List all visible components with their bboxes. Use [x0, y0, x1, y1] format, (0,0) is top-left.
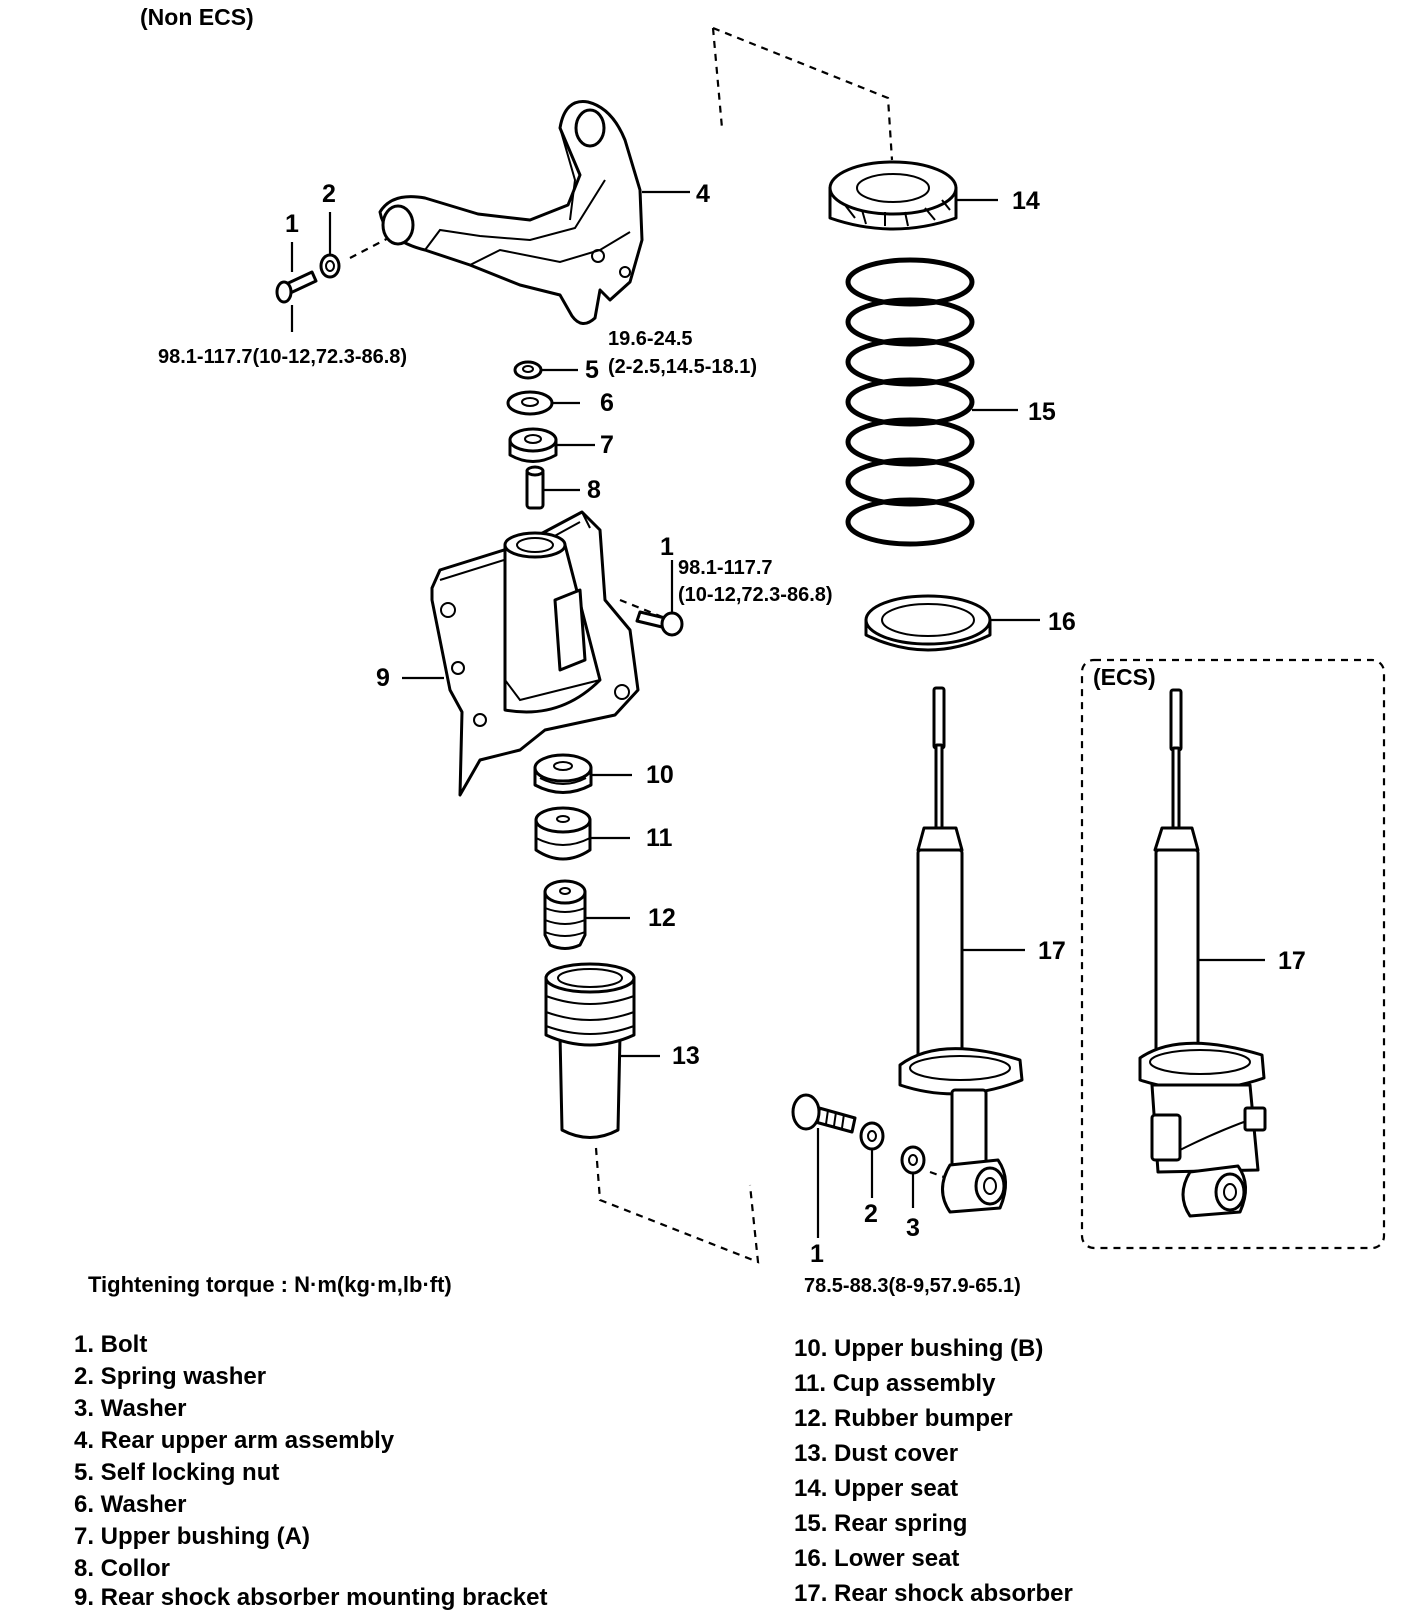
legend-item: 11. Cup assembly — [794, 1370, 996, 1397]
torque-bracket-bolt-line2: (10-12,72.3-86.8) — [678, 584, 833, 606]
rubber-bumper — [543, 879, 587, 950]
callout-1-lower: 1 — [810, 1240, 824, 1268]
callout-6: 6 — [600, 389, 614, 417]
legend-item: 4. Rear upper arm assembly — [74, 1427, 395, 1454]
legend-item: 13. Dust cover — [794, 1440, 958, 1467]
torque-nut-line1: 19.6-24.5 — [608, 328, 693, 350]
torque-lower-bolt: 78.5-88.3(8-9,57.9-65.1) — [804, 1275, 1021, 1297]
callout-2-lower: 2 — [864, 1200, 878, 1228]
torque-annotations: 98.1-117.7(10-12,72.3-86.8) 19.6-24.5 (2… — [158, 328, 1021, 1297]
upper-bushing-b — [533, 753, 593, 794]
dust-cover — [544, 962, 636, 1139]
legend-item: 14. Upper seat — [794, 1475, 958, 1502]
torque-title: Tightening torque : N·m(kg·m,lb·ft) — [88, 1272, 452, 1297]
callout-2-upper: 2 — [322, 180, 336, 208]
rear-shock-absorber-ecs — [1138, 688, 1267, 1218]
callout-16: 16 — [1048, 608, 1076, 636]
torque-upper-arm-bolt: 98.1-117.7(10-12,72.3-86.8) — [158, 346, 407, 368]
callout-17-ecs: 17 — [1278, 947, 1306, 975]
legend-item: 7. Upper bushing (A) — [74, 1523, 310, 1550]
callout-4: 4 — [696, 180, 710, 208]
callout-numbers: 1 2 4 5 6 7 8 9 1 10 11 12 13 14 15 16 1… — [285, 180, 1306, 1268]
upper-bolt-and-washer — [275, 253, 341, 304]
legend-item: 15. Rear spring — [794, 1510, 967, 1537]
torque-bracket-bolt-line1: 98.1-117.7 — [678, 557, 773, 579]
legend-left: 1. Bolt 2. Spring washer 3. Washer 4. Re… — [74, 1331, 547, 1611]
torque-nut-line2: (2-2.5,14.5-18.1) — [608, 356, 757, 378]
lower-fasteners — [791, 1093, 926, 1175]
callout-10: 10 — [646, 761, 674, 789]
legend-right: 10. Upper bushing (B) 11. Cup assembly 1… — [794, 1335, 1073, 1607]
washer-6 — [506, 390, 554, 416]
non-ecs-heading: (Non ECS) — [140, 4, 254, 30]
upper-seat — [828, 160, 958, 231]
callout-5: 5 — [585, 356, 599, 384]
cup-assembly — [534, 806, 592, 861]
callout-12: 12 — [648, 904, 676, 932]
callout-9: 9 — [376, 664, 390, 692]
legend-item: 2. Spring washer — [74, 1363, 266, 1390]
callout-8: 8 — [587, 476, 601, 504]
callout-13: 13 — [672, 1042, 700, 1070]
legend-item: 16. Lower seat — [794, 1545, 959, 1572]
callout-15: 15 — [1028, 398, 1056, 426]
rear-spring — [845, 257, 975, 547]
legend-item: 10. Upper bushing (B) — [794, 1335, 1043, 1362]
legend-item: 5. Self locking nut — [74, 1459, 279, 1486]
rear-shock-absorber — [898, 686, 1024, 1214]
callout-14: 14 — [1012, 187, 1040, 215]
leader-lines — [290, 190, 1265, 1238]
self-locking-nut — [513, 360, 543, 380]
callout-1-bracket: 1 — [660, 533, 674, 561]
legend-item: 17. Rear shock absorber — [794, 1580, 1073, 1607]
legend-item: 12. Rubber bumper — [794, 1405, 1013, 1432]
rear-upper-arm-assembly — [378, 100, 644, 325]
callout-11: 11 — [646, 824, 673, 852]
legend-item: 8. Collor — [74, 1555, 170, 1582]
legend-item: 6. Washer — [74, 1491, 187, 1518]
legend-item: 3. Washer — [74, 1395, 187, 1422]
ecs-heading: (ECS) — [1093, 664, 1156, 690]
upper-bushing-a — [508, 427, 558, 463]
lower-seat — [864, 594, 992, 652]
callout-3-lower: 3 — [906, 1214, 920, 1242]
callout-1-upper: 1 — [285, 210, 299, 238]
collor — [525, 465, 545, 510]
callout-7: 7 — [600, 431, 614, 459]
bracket-bolt — [635, 610, 684, 637]
legend-item: 9. Rear shock absorber mounting bracket — [74, 1584, 547, 1611]
callout-17: 17 — [1038, 937, 1066, 965]
legend-item: 1. Bolt — [74, 1331, 147, 1358]
mounting-bracket — [430, 510, 640, 797]
